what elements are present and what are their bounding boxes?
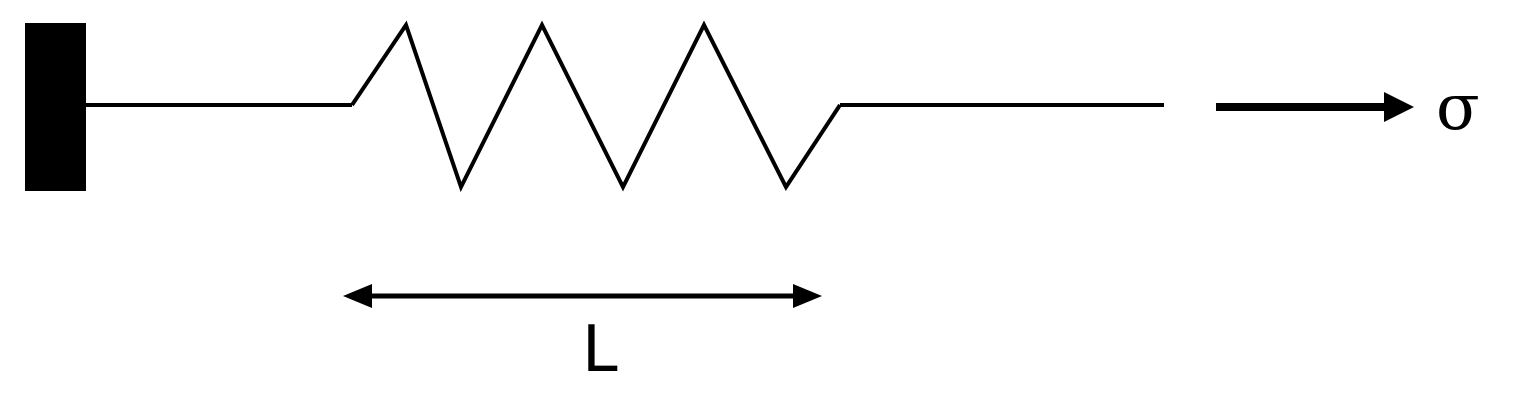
fixed-wall (25, 23, 86, 191)
stress-label: σ (1436, 71, 1480, 145)
length-dimension-arrow (343, 284, 822, 308)
length-label: L (582, 313, 618, 387)
spring-coil (350, 20, 842, 193)
stress-arrow (1216, 92, 1414, 122)
